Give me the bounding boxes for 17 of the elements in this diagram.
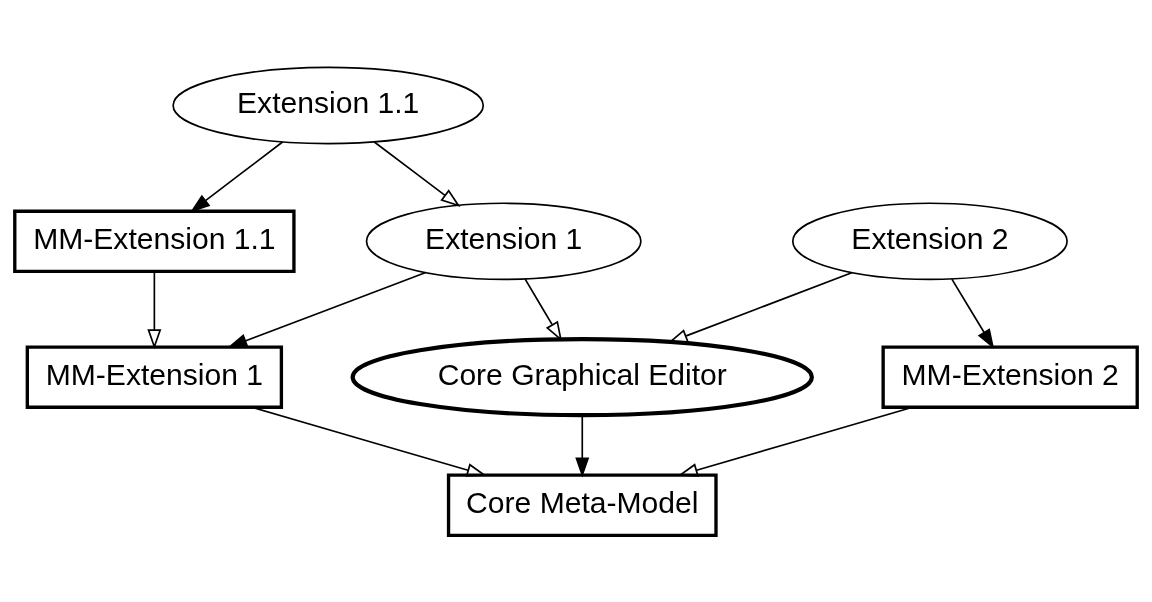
arrow bbox=[373, 140, 461, 207]
arrow bbox=[147, 270, 162, 349]
node-box: Core Meta-Model bbox=[446, 472, 718, 537]
node-box: MM-Extension 1 bbox=[25, 344, 284, 409]
arrow bbox=[951, 277, 995, 349]
arrow bbox=[227, 271, 427, 348]
node-box: MM-Extension 2 bbox=[881, 344, 1139, 409]
node-box: MM-Extension 1.1 bbox=[13, 209, 296, 273]
arrow bbox=[677, 405, 914, 477]
arrow bbox=[190, 140, 284, 212]
node-ellipse: Extension 1 bbox=[365, 201, 642, 280]
node-ellipse: Extension 1.1 bbox=[172, 66, 485, 144]
node-ellipse: Core Graphical Editor bbox=[350, 336, 814, 417]
node-ellipse: Extension 2 bbox=[791, 201, 1068, 280]
arrow bbox=[524, 277, 563, 341]
arrow bbox=[575, 414, 590, 477]
arrow bbox=[251, 405, 487, 477]
